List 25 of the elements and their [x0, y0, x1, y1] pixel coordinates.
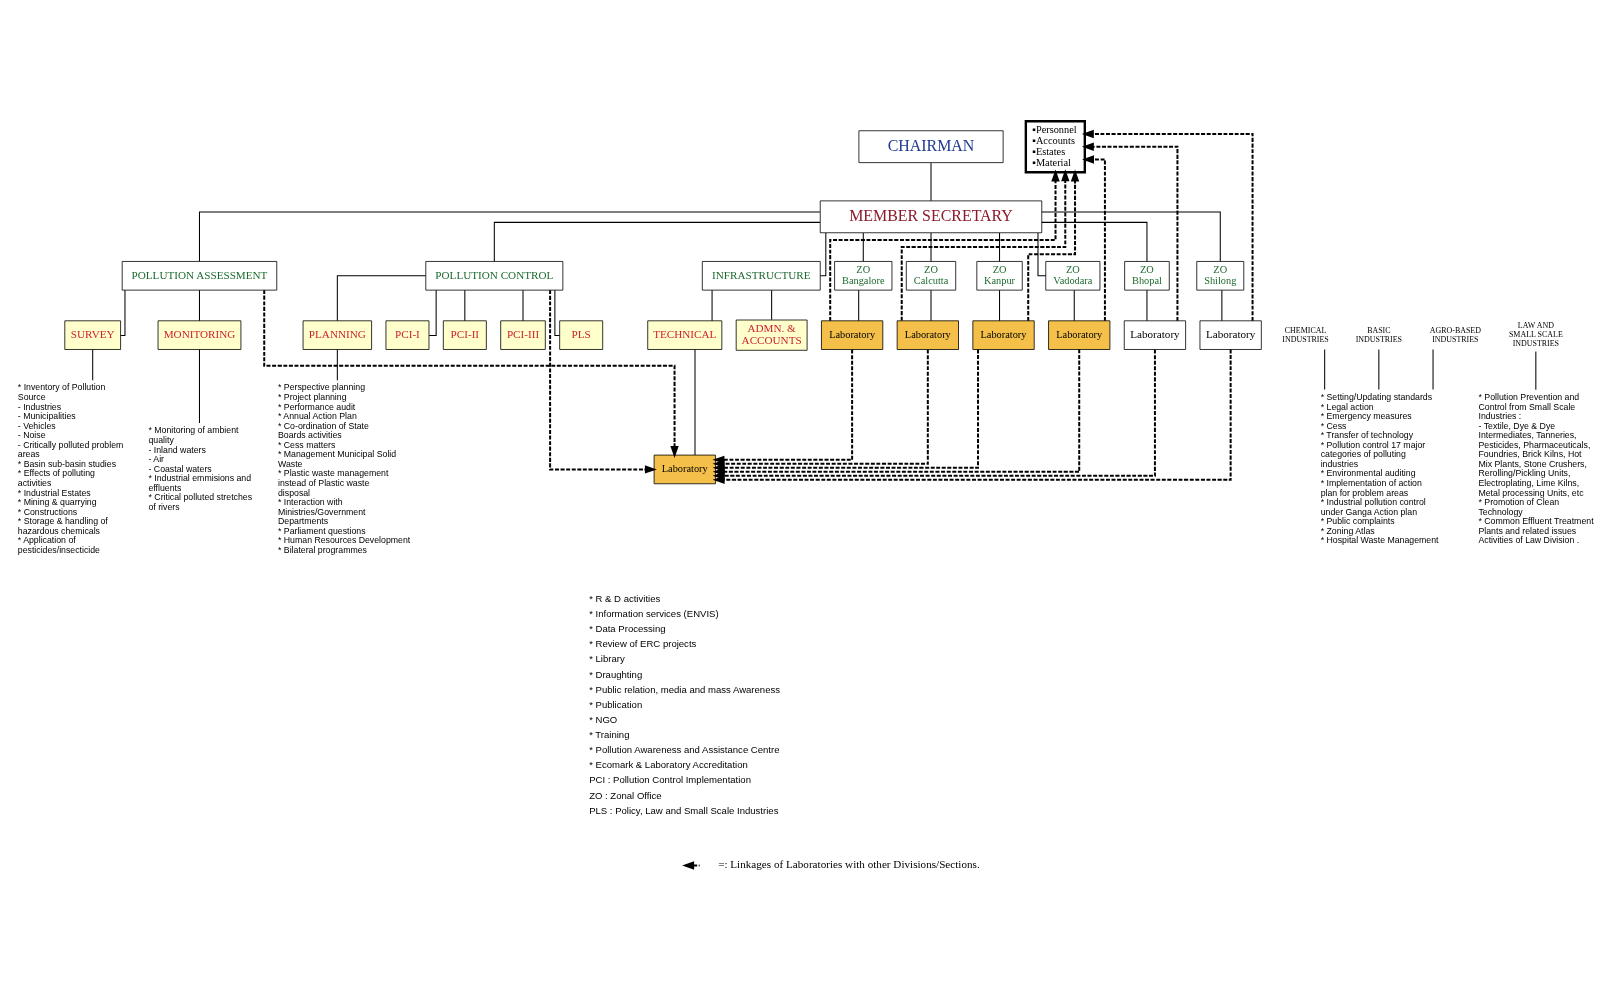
label: * Public relation, media and mass Awareness [589, 683, 781, 695]
legend-label: =: Linkages of Laboratories with other Divisions/Sections. [718, 858, 980, 871]
node-text: * Monitoring of ambient quality - Inland waters - Air - Coastal waters * Industrial emmisions and effluents * Critical polluted stretches of rivers [148, 425, 253, 512]
label: * NGO [589, 713, 618, 725]
node-text: AGRO-BASED INDUSTRIES [1429, 325, 1481, 344]
node-text: * Pollution Prevention and Control from Small Scale Industries : - Textile, Dye & Dye Intermediates, Tanneries, Pesticides, Pharmaceuticals, Foundries, Brick Kilns, Hot Mix Plants, Stone Crushers, Rerolling/Pickling Units, Electroplating, Lime Kilns, Metal processing Units, etc * Promotion of Clean Technology * Common Effluent Treatment Plants and related issues Activities of Law Division . [1478, 391, 1594, 546]
node-text: CHEMICAL INDUSTRIES [1282, 325, 1329, 344]
node-text: BASIC INDUSTRIES [1355, 325, 1403, 344]
label: * Data Processing [589, 623, 666, 635]
label: * Information services (ENVIS) [589, 607, 719, 619]
label: ZO : Zonal Office [589, 789, 662, 801]
label: * Training [589, 729, 630, 741]
label: * Pollution Awareness and Assistance Centre [589, 744, 780, 756]
node-text: * Setting/Updating standards * Legal action * Emergency measures * Cess * Transfer of technology * Pollution control 17 major categories of polluting industries * Environmental auditing * Implementation of action plan for problem areas * Industrial pollution control under Ganga Action plan * Public complaints * Zoning Atlas * Hospital Waste Management [1320, 391, 1439, 546]
node-text: * Inventory of Pollution Source - Industries - Municipalities - Vehicles - Noise - Critically polluted problem areas * Basin sub-basin studies * Effects of polluting activities * Industrial Estates * Mining & quarrying * Constructions * Storage & handling of hazardous chemicals * Application of pesticides/insecticide [17, 382, 124, 555]
label: * Ecomark & Laboratory Accreditation [589, 759, 748, 771]
label: * R & D activities [589, 592, 661, 604]
label: * Publication [589, 698, 643, 710]
label: PLS : Policy, Law and Small Scale Industries [589, 804, 779, 816]
label: PCI : Pollution Control Implementation [589, 774, 752, 786]
node-text: * Perspective planning * Project planning * Performance audit * Annual Action Plan * Co-ordination of State Boards activities * Cess matters * Management Municipal Solid Waste * Plastic waste management instead of Plastic waste disposal * Interaction with Ministries/Government Departments * Parliament questions * Human Resources Development * Bilateral programmes [277, 382, 411, 555]
label: * Draughting [589, 668, 643, 680]
node-text: LAW AND SMALL SCALE INDUSTRIES [1508, 321, 1563, 348]
label: * Library [589, 653, 625, 665]
label: * Review of ERC projects [589, 638, 697, 650]
